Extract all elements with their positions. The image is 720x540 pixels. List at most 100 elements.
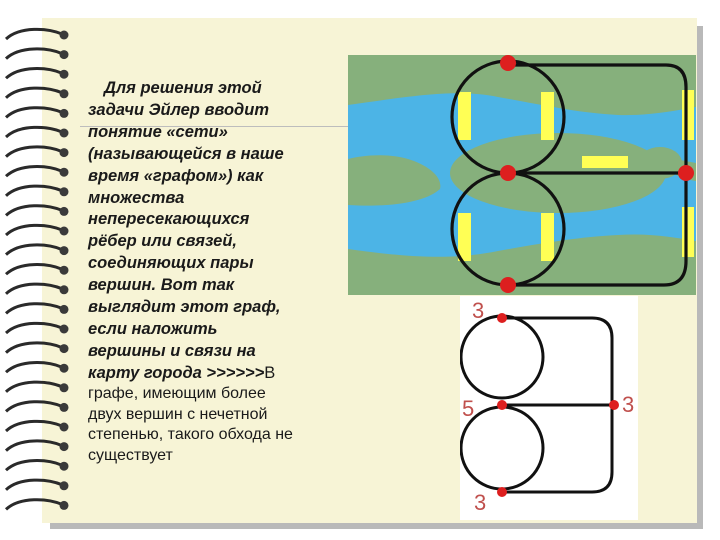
spiral-wire [4, 321, 63, 335]
text-line: Для решения этой [104, 79, 262, 97]
text-line: существует [88, 446, 173, 464]
spiral-hole [59, 128, 69, 138]
spiral-wire [4, 204, 63, 217]
spiral-ring [4, 165, 69, 178]
text-line: карту города >>>>>> [88, 363, 265, 382]
graph-vertex [500, 165, 516, 181]
spiral-hole [59, 383, 69, 393]
spiral-hole [59, 206, 69, 216]
spiral-ring [4, 361, 69, 374]
spiral-wire [4, 439, 63, 452]
spiral-ring [4, 67, 69, 80]
spiral-ring [4, 419, 69, 433]
spiral-hole [59, 461, 69, 471]
text-line: степенью, такого обхода не [88, 426, 293, 443]
vertex-degree-label: 3 [622, 392, 635, 417]
spiral-wire [4, 145, 63, 158]
spiral-ring [4, 380, 69, 393]
spiral-wire [4, 263, 63, 276]
graph-edge-loop [459, 314, 545, 400]
spiral-ring [4, 86, 69, 99]
text-line: соединяющих пары [88, 254, 254, 273]
spiral-ring [4, 125, 69, 139]
text-line: понятие «сети» [88, 122, 228, 141]
spiral-wire [4, 419, 63, 433]
spiral-wire [4, 67, 63, 80]
text-line: непересекающихся [88, 210, 250, 229]
spiral-hole [59, 304, 69, 314]
spiral-wire [4, 302, 63, 315]
text-line: графе, имеющим более [88, 385, 266, 402]
graph-vertex [500, 277, 516, 293]
spiral-hole [59, 285, 69, 295]
spiral-ring [4, 223, 69, 237]
spiral-wire [4, 282, 63, 295]
spiral-ring [4, 341, 69, 354]
spiral-hole [59, 148, 69, 158]
spiral-hole [59, 89, 69, 99]
graph-drawing [459, 313, 619, 497]
spiral-hole [59, 324, 69, 334]
text-line: выглядит этот граф, [88, 298, 281, 317]
text-line: задачи Эйлер вводит [88, 100, 270, 119]
spiral-wire [4, 498, 63, 511]
spiral-hole [59, 442, 69, 452]
spiral-hole [59, 402, 69, 412]
map-island-east [638, 147, 682, 179]
text-line: вершин. Вот так [88, 276, 235, 295]
city-map-figure [348, 55, 696, 295]
map-bridge [582, 156, 628, 168]
description-italic: Для решения этой задачи Эйлер вводит пон… [88, 78, 350, 385]
inline-tail: В [264, 363, 276, 382]
graph-vertex [497, 313, 507, 323]
vertex-degree-label: 5 [462, 396, 475, 421]
spiral-hole [59, 265, 69, 275]
spiral-ring [4, 282, 69, 295]
spiral-ring [4, 184, 69, 197]
spiral-wire [4, 106, 63, 119]
vertex-degree-label: 3 [472, 298, 485, 323]
text-line: вершины и связи на [88, 341, 256, 360]
spiral-ring [4, 47, 69, 60]
page-shadow-right [697, 26, 703, 526]
spiral-hole [59, 167, 69, 177]
spiral-hole [59, 108, 69, 118]
spiral-hole [59, 50, 69, 60]
spiral-wire [4, 361, 63, 374]
spiral-ring [4, 106, 69, 119]
spiral-wire [4, 27, 63, 41]
spiral-wire [4, 243, 63, 256]
spiral-wire [4, 459, 63, 472]
spiral-wire [4, 341, 63, 354]
spiral-hole [59, 500, 69, 510]
spiral-ring [4, 498, 69, 511]
graph-vertex [497, 400, 507, 410]
description-normal: графе, имеющим более двух вершин с нечет… [88, 384, 358, 466]
text-line: двух вершин с нечетной [88, 405, 268, 423]
spiral-hole [59, 344, 69, 354]
spiral-wire [4, 165, 63, 178]
text-line: если наложить [88, 319, 218, 338]
graph-vertex [497, 487, 507, 497]
vertex-degree-label: 3 [474, 490, 487, 515]
spiral-ring [4, 145, 69, 158]
spiral-hole [59, 481, 69, 491]
map-bridge [458, 92, 471, 140]
text-line: время «графом») как [88, 166, 264, 185]
text-line: множества [88, 188, 185, 207]
spiral-ring [4, 459, 69, 472]
graph-vertex [500, 55, 516, 71]
spiral-wire [4, 478, 63, 491]
graph-vertex [678, 165, 694, 181]
spiral-wire [4, 47, 63, 60]
spiral-wire [4, 86, 63, 99]
map-bridge [682, 90, 694, 140]
text-line: (называющейся в наше [88, 144, 284, 163]
spiral-ring [4, 263, 69, 276]
spiral-wire [4, 223, 63, 237]
spiral-wire [4, 400, 63, 413]
map-bridge [458, 213, 471, 261]
spiral-ring [4, 302, 69, 315]
spiral-hole [59, 226, 69, 236]
spiral-binding [4, 27, 69, 511]
